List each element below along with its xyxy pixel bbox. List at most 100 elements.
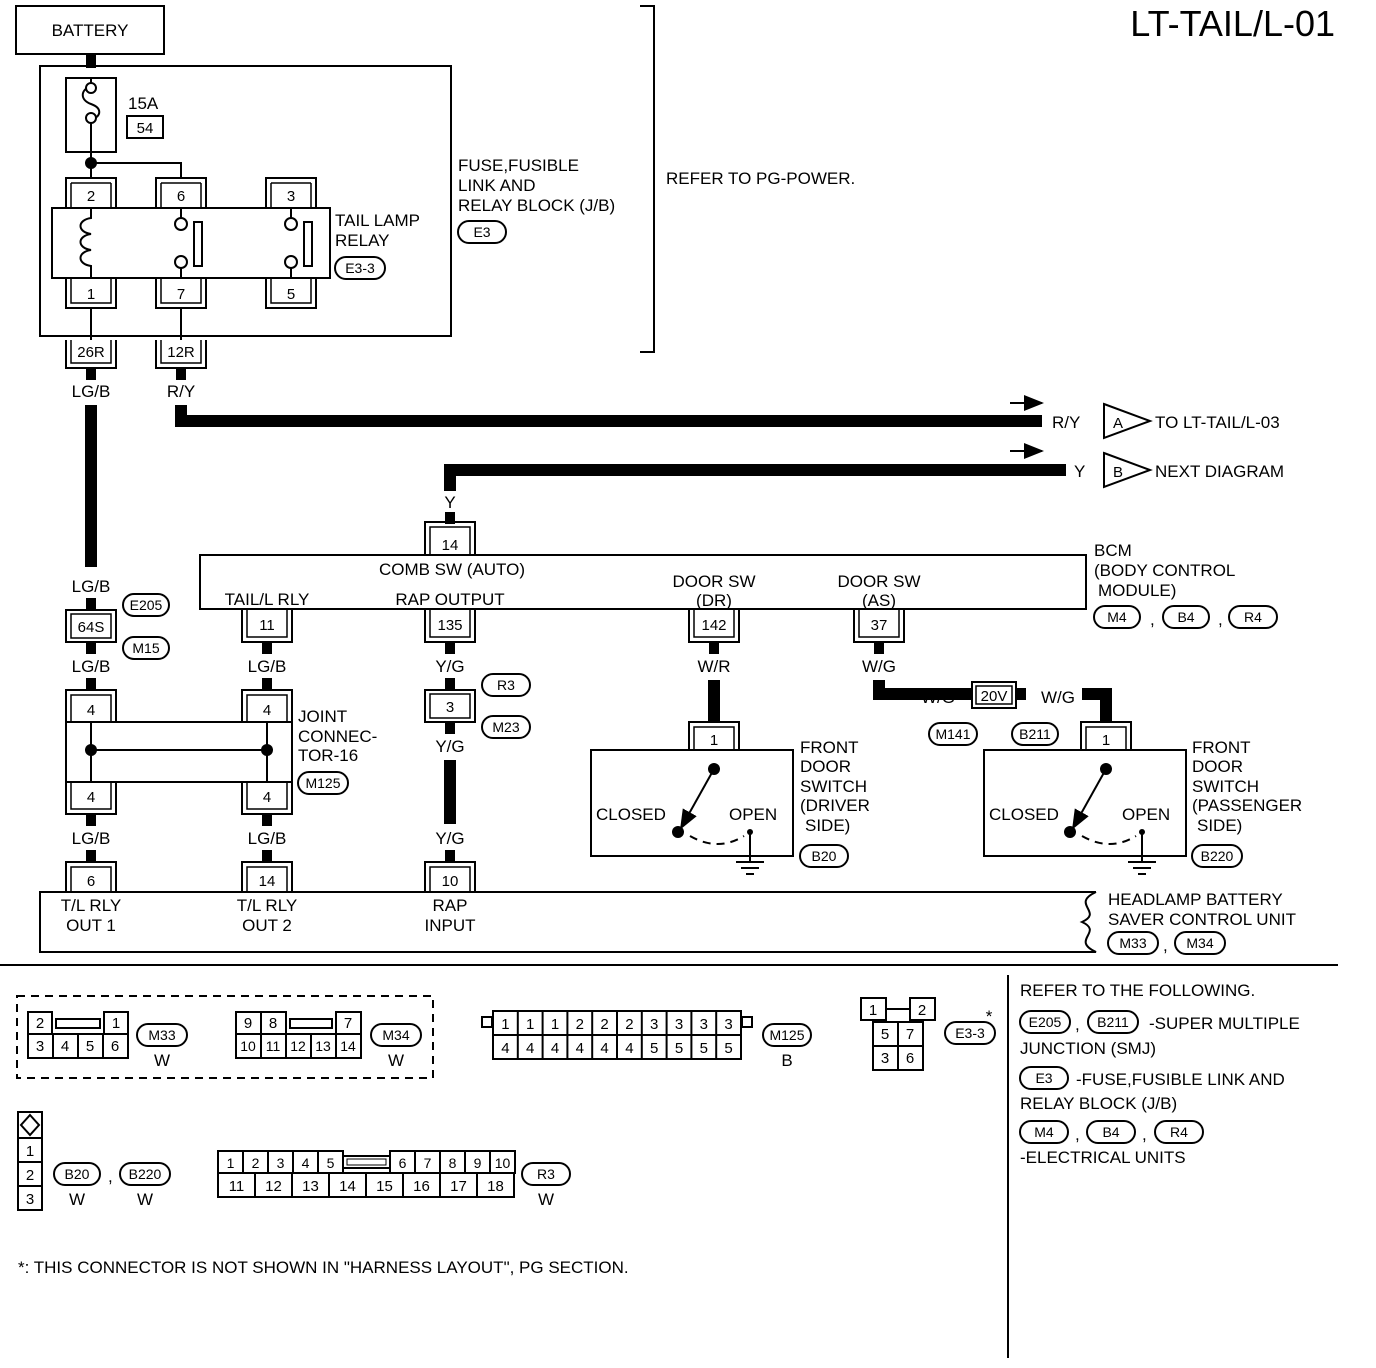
svg-text:,: , [1075,1125,1080,1144]
r3-pin: 2 [252,1155,260,1171]
svg-text:2: 2 [36,1015,44,1032]
m125-pin: 4 [551,1040,559,1057]
svg-text:11: 11 [266,1038,281,1054]
door-dr-label-5: SIDE) [805,816,850,835]
door-as-label-5: SIDE) [1197,816,1242,835]
door-as-closed: CLOSED [989,805,1059,824]
m125-pin: 5 [650,1040,658,1057]
hbs-label-1: HEADLAMP BATTERY [1108,890,1283,909]
door-as-code-oval: B220 [1191,844,1243,868]
front-door-switch-driver: 1 [590,721,794,875]
hbs-connectors-dashed [16,995,434,1079]
refer-title: REFER TO THE FOLLOWING. [1020,981,1255,1000]
svg-text:E3: E3 [473,224,490,240]
bcm-pin-comb: 14 [424,521,476,555]
r3-pin: 9 [474,1155,482,1171]
m125-pin: 4 [625,1040,633,1057]
wire-label-wg-3: W/G [1041,688,1075,707]
svg-text:B220: B220 [1201,848,1234,864]
svg-text:2: 2 [87,188,95,205]
m125-pin: 5 [700,1040,708,1057]
svg-text:10: 10 [240,1038,256,1054]
hbs-label-out1-2: OUT 1 [66,916,116,935]
svg-text:7: 7 [344,1015,352,1032]
bcm-bottom-pins: 11 135 142 37 [241,609,905,643]
door-dr-closed: CLOSED [596,805,666,824]
wire-label-lgb-5: LG/B [72,829,111,848]
door-as-label-3: SWITCH [1192,777,1259,796]
bcm-label-as-1: DOOR SW [837,572,920,591]
refer-smj: E205 , B211 -SUPER MULTIPLE JUNCTION (SM… [1019,1010,1300,1058]
joint-label-3: TOR-16 [298,746,358,765]
svg-text:7: 7 [906,1026,914,1043]
svg-text:4: 4 [263,702,271,719]
m125-pin: 3 [700,1016,708,1033]
svg-text:B20: B20 [65,1166,90,1182]
arrow-a-connector: A [1103,402,1153,440]
conn-20v-code-ovals: M141 B211 [928,722,1059,746]
m125-pin: 4 [600,1040,608,1057]
svg-text:1: 1 [87,286,95,303]
relay-top-pins: 2 6 3 [65,177,317,209]
svg-text:A: A [1113,415,1123,432]
m125-pin: 2 [600,1016,608,1033]
svg-text:13: 13 [315,1038,331,1054]
svg-text:*: * [986,1007,993,1026]
svg-text:3: 3 [36,1038,44,1055]
connector-m34: 9 8 7 10 11 12 13 14 M34 W [235,1011,422,1070]
relay-label-2: RELAY [335,231,390,250]
svg-text:5: 5 [881,1026,889,1043]
front-door-switch-passenger: 1 [983,721,1187,875]
svg-text:6: 6 [87,873,95,890]
svg-text:8: 8 [269,1015,277,1032]
arrow-b-color: Y [1074,462,1085,481]
door-dr-label-3: SWITCH [800,777,867,796]
svg-text:1: 1 [710,732,718,749]
r3-pin: 5 [327,1155,335,1171]
r3-pin: 3 [277,1155,285,1171]
hbs-pins: 6 14 10 [65,861,476,892]
svg-text:W: W [69,1190,85,1209]
svg-text:,: , [1163,936,1168,955]
svg-text:W: W [538,1190,554,1209]
conn-r3-m23: 3 [424,689,476,723]
svg-text:B: B [781,1051,792,1070]
svg-text:B4: B4 [1102,1124,1119,1140]
arrow-b-connector: B [1103,451,1153,489]
fuse-block-label-3: RELAY BLOCK (J/B) [458,196,615,215]
svg-text:14: 14 [259,873,276,890]
bcm-label-as-2: (AS) [862,591,896,610]
relay-label-1: TAIL LAMP [335,211,420,230]
bcm-box [199,554,1087,610]
svg-text:,: , [1218,610,1223,629]
r3-pin: 18 [487,1178,504,1195]
svg-text:M33: M33 [1119,935,1146,951]
relay-bottom-pins: 1 7 5 [65,278,317,309]
svg-text:,: , [108,1167,113,1186]
bcm-code-ovals: M4 , B4 , R4 [1093,605,1278,629]
svg-text:M33: M33 [148,1027,175,1043]
svg-text:1: 1 [1102,732,1110,749]
r3-pin: 12 [265,1178,282,1195]
svg-text:M34: M34 [382,1027,409,1043]
svg-text:W: W [154,1051,170,1070]
door-dr-open: OPEN [729,805,777,824]
conn-64s: 64S [65,609,117,643]
wire-label-ry: R/Y [167,382,195,401]
svg-text:20V: 20V [981,688,1008,705]
bcm-label-tail: TAIL/L RLY [225,590,310,609]
svg-text:4: 4 [61,1038,69,1055]
svg-text:3: 3 [26,1191,34,1208]
svg-text:R4: R4 [1244,609,1262,625]
door-dr-label-4: (DRIVER [800,796,870,815]
svg-text:B220: B220 [129,1166,162,1182]
svg-text:M125: M125 [769,1027,804,1043]
bcm-label-1: BCM [1094,541,1132,560]
svg-text:3: 3 [446,699,454,716]
relay-contact-icons [174,208,313,278]
r3-pin: 16 [413,1178,430,1195]
page-title: LT-TAIL/L-01 [1130,3,1335,44]
connector-b20: 1 2 3 B20 W , B220 W [17,1111,171,1211]
svg-text:64S: 64S [78,619,105,636]
